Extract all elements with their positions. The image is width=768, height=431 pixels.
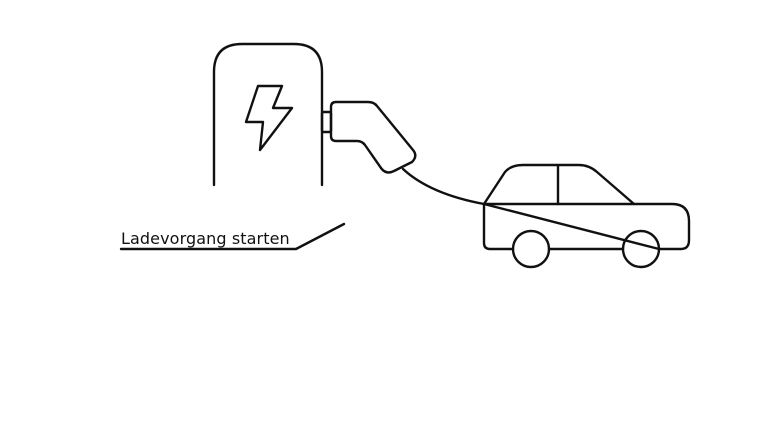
lightning-bolt-icon bbox=[244, 84, 294, 152]
charging-station-icon bbox=[212, 42, 324, 187]
charging-cable-icon bbox=[401, 167, 486, 206]
charging-plug-icon bbox=[320, 100, 417, 174]
step-label: Ladevorgang starten bbox=[121, 229, 290, 248]
car-icon bbox=[482, 163, 691, 269]
callout-leader-line bbox=[119, 222, 346, 251]
